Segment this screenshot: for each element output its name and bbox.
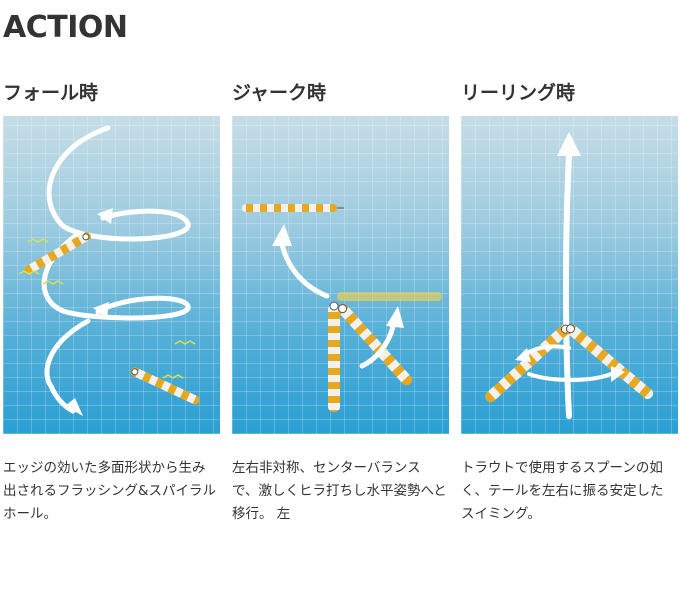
vibration-lines-icon [18, 238, 64, 285]
lure-ghost-icon [337, 292, 442, 301]
action-column-fall: フォール時 [3, 78, 220, 526]
action-column-reeling: リーリング時 [461, 78, 678, 526]
column-heading-jerk: ジャーク時 [232, 82, 327, 104]
jerk-motion-illustration [242, 204, 442, 412]
reeling-motion-illustration [485, 132, 654, 419]
spiral-arrow-icon [41, 125, 191, 414]
column-heading-fall: フォール時 [3, 82, 99, 104]
lure-icon [130, 367, 200, 405]
reeling-illustration [461, 116, 678, 434]
arrowheads [515, 348, 625, 382]
lure-icon [337, 304, 413, 386]
lure-icon [565, 324, 654, 400]
jerk-illustration [232, 116, 449, 434]
vibration-lines-icon [162, 340, 196, 379]
lure-icon [328, 301, 340, 412]
column-description-reeling: トラウトで使用するスプーンの如く、テールを左右に振る安定したスイミング。 [461, 460, 664, 522]
curved-arrow-icon [359, 306, 404, 369]
column-description-jerk: 左右非対称、センターバランスで、激しくヒラ打ちし水平姿勢へと移行。 左 [232, 460, 447, 522]
fall-illustration [3, 116, 220, 434]
curved-arrow-icon [272, 224, 330, 299]
lure-icon [24, 231, 91, 275]
up-arrow-icon [557, 132, 581, 419]
lure-icon [485, 324, 571, 403]
column-heading-reeling: リーリング時 [461, 82, 576, 104]
page-title: ACTION [3, 10, 128, 45]
lure-icon [242, 204, 344, 212]
fall-spiral-illustration [18, 125, 200, 416]
action-column-jerk: ジャーク時 [232, 78, 449, 526]
column-description-fall: エッジの効いた多面形状から生み出されるフラッシング&スパイラルホール。 [3, 460, 217, 522]
arrowheads [65, 208, 113, 416]
